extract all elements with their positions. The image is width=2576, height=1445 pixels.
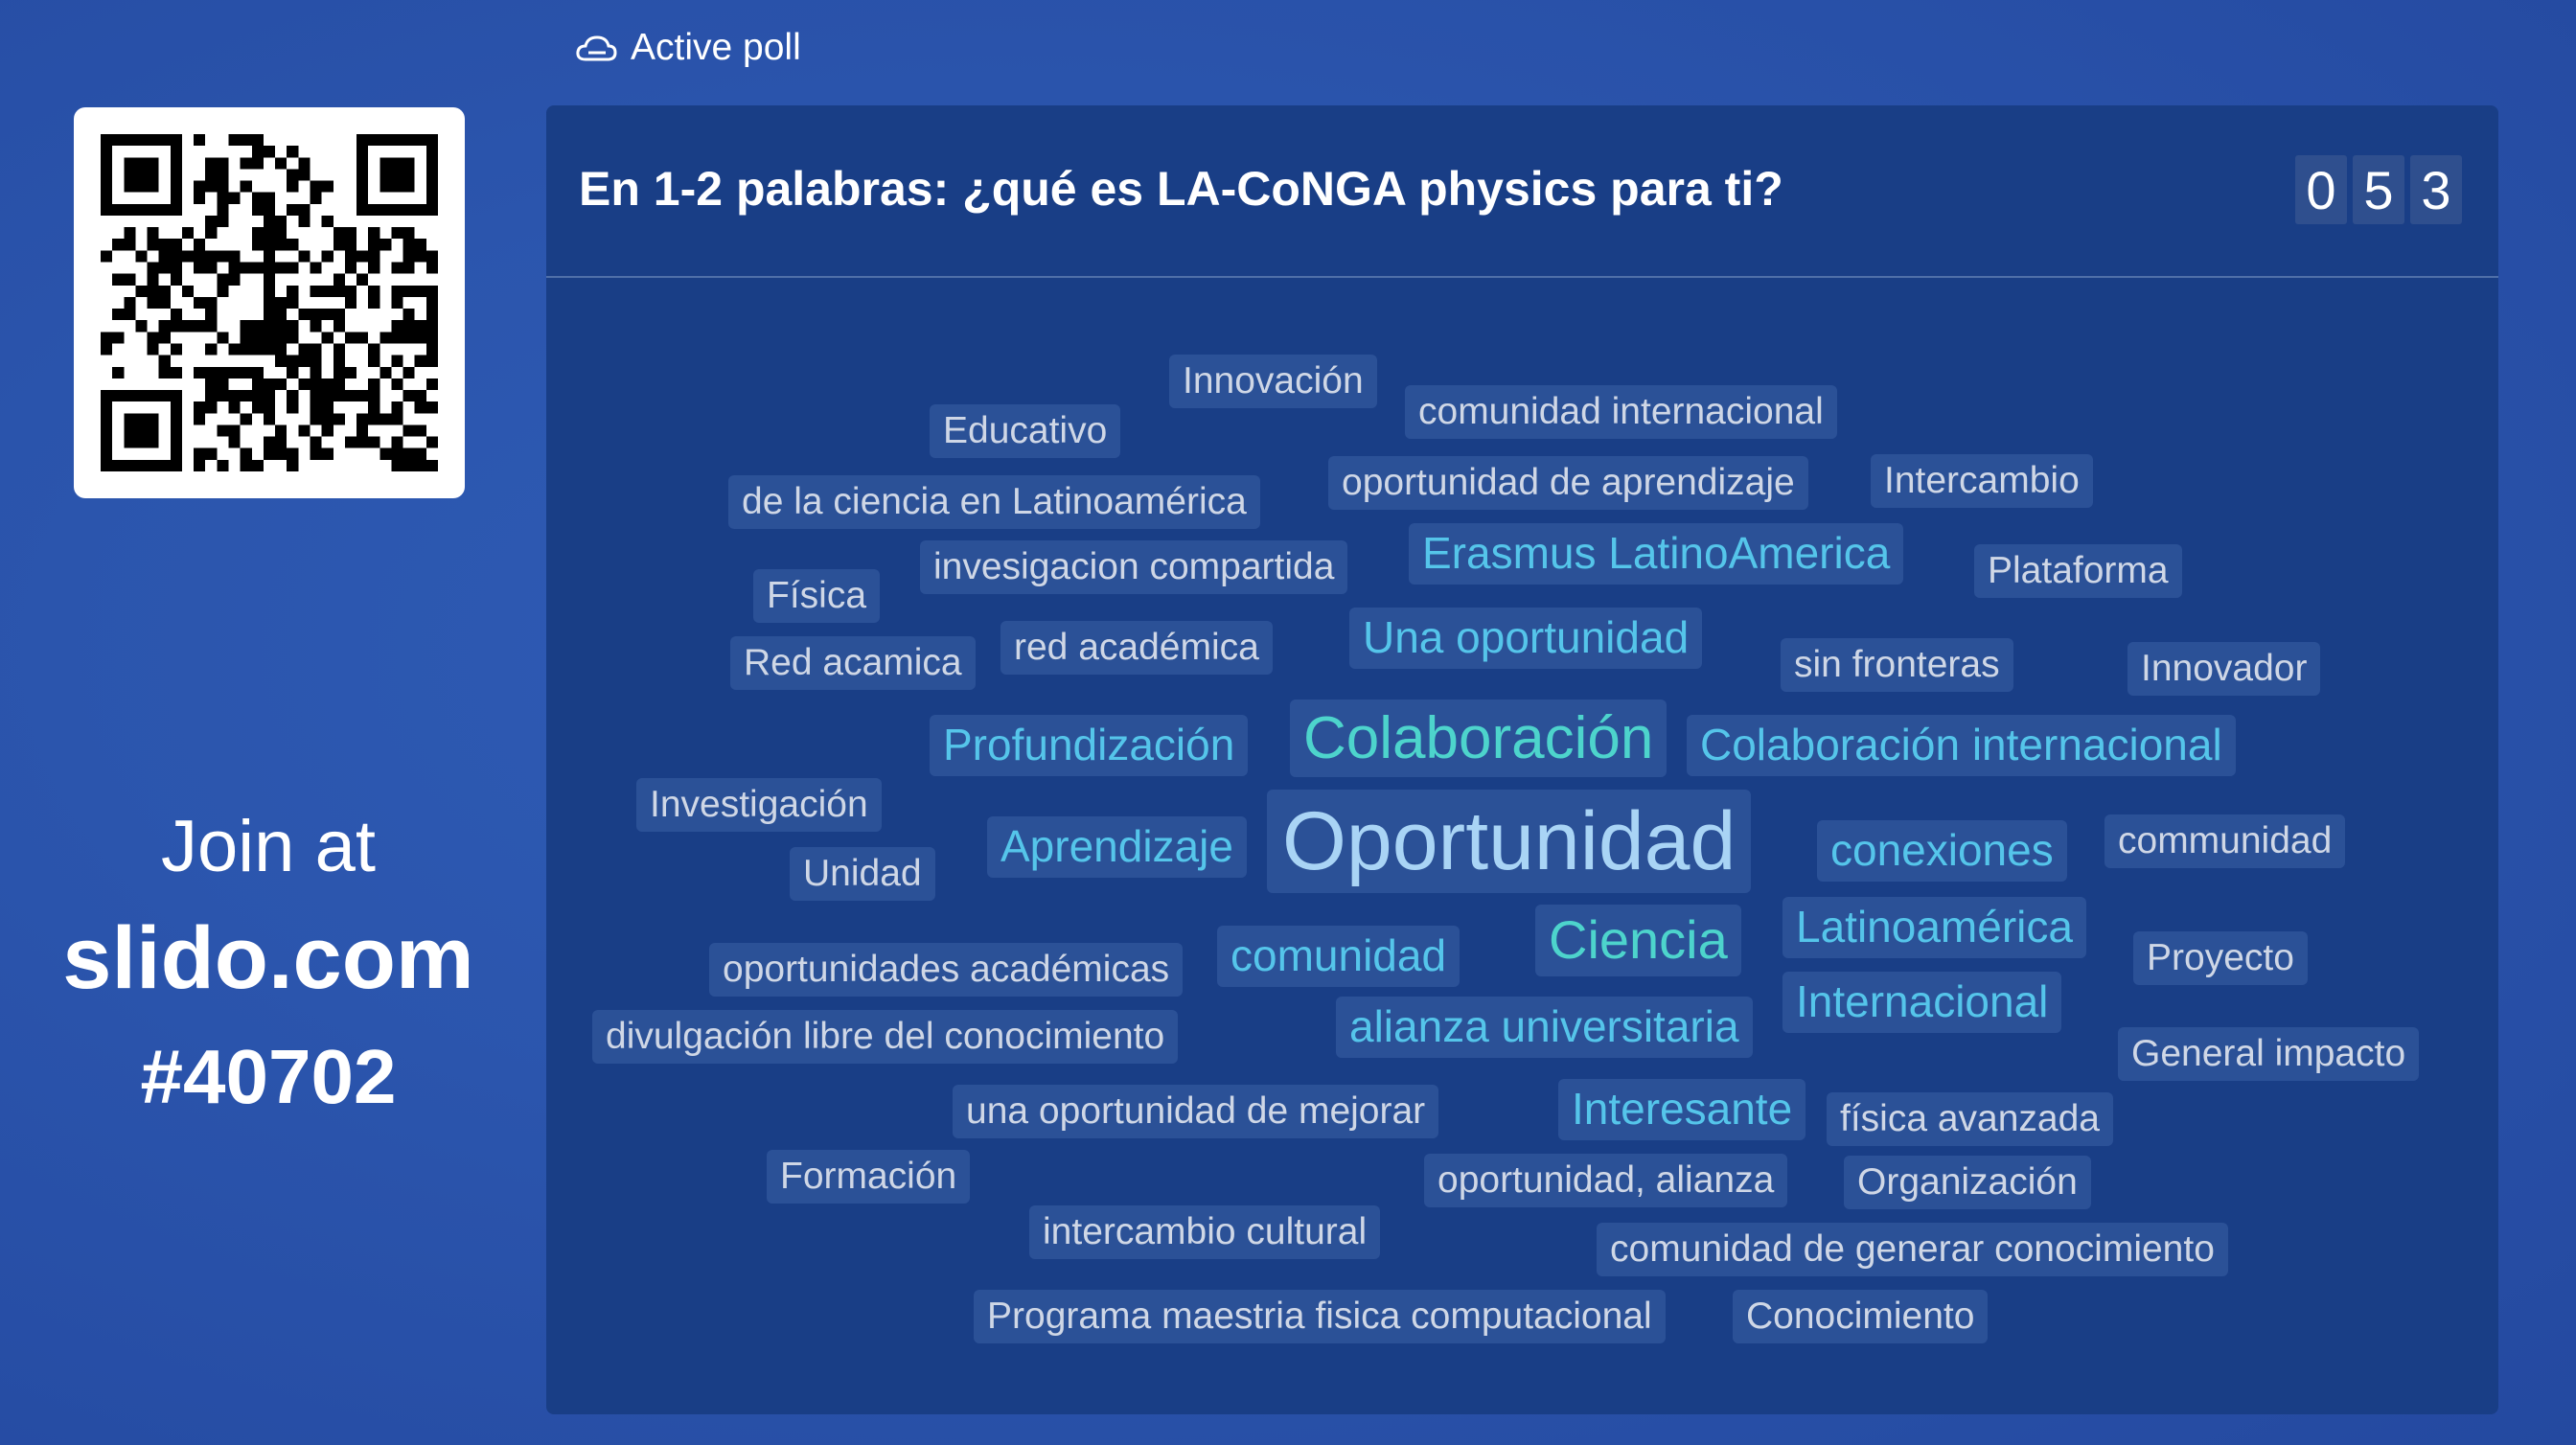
counter-digit: 3 [2410,155,2462,224]
word-cloud-item: física avanzada [1827,1092,2114,1146]
cloud-icon [575,32,619,64]
word-cloud-item: sin fronteras [1781,638,2013,692]
word-cloud-item: oportunidad, alianza [1424,1154,1788,1207]
word-cloud-item: Investigación [636,778,882,832]
word-cloud-item: Interesante [1558,1079,1806,1140]
join-url: slido.com [62,909,474,1007]
word-cloud-item: oportunidades académicas [709,943,1184,997]
word-cloud-item: Educativo [930,404,1121,458]
word-cloud-item: communidad [2104,814,2346,868]
word-cloud-item: Plataforma [1974,544,2182,598]
word-cloud-item: conexiones [1817,820,2067,882]
word-cloud-item: comunidad [1217,926,1460,987]
word-cloud-item: Física [753,569,881,623]
participant-counter: 0 5 3 [2295,155,2462,224]
word-cloud-item: una oportunidad de mejorar [953,1085,1439,1138]
word-cloud-item: de la ciencia en Latinoamérica [728,475,1260,529]
word-cloud-item: Internacional [1782,972,2062,1033]
word-cloud-item: General impacto [2118,1027,2420,1081]
word-cloud-item: red académica [1000,621,1273,675]
word-cloud-item: Una oportunidad [1349,608,1703,669]
word-cloud-item: Erasmus LatinoAmerica [1409,523,1904,585]
poll-header: En 1-2 palabras: ¿qué es LA-CoNGA physic… [546,105,2498,278]
word-cloud-item: oportunidad de aprendizaje [1328,456,1808,510]
word-cloud: Innovación comunidad internacional Educa… [546,105,2498,1414]
word-cloud-item: Ciencia [1535,905,1741,976]
word-cloud-item: Unidad [790,847,935,901]
word-cloud-item: Oportunidad [1267,790,1752,894]
word-cloud-item: Organización [1844,1156,2091,1209]
poll-status: Active poll [575,21,801,75]
word-cloud-item: Colaboración internacional [1687,715,2236,776]
word-cloud-item: Intercambio [1871,454,2093,508]
word-cloud-item: Innovador [2128,642,2321,696]
counter-digit: 5 [2353,155,2404,224]
word-cloud-item: Latinoamérica [1782,897,2086,958]
word-cloud-item: Formación [767,1150,971,1204]
join-label: Join at [161,806,376,887]
qr-code [74,107,465,498]
word-cloud-item: Programa maestria fisica computacional [974,1290,1666,1343]
poll-question: En 1-2 palabras: ¿qué es LA-CoNGA physic… [579,162,1783,216]
word-cloud-item: intercambio cultural [1029,1205,1381,1259]
word-cloud-item: Innovación [1169,355,1377,408]
word-cloud-item: comunidad internacional [1405,385,1837,439]
word-cloud-item: Profundización [930,715,1249,776]
word-cloud-item: Colaboración [1290,700,1668,778]
word-cloud-item: Aprendizaje [987,816,1247,878]
word-cloud-item: Proyecto [2133,931,2308,985]
word-cloud-item: alianza universitaria [1336,997,1753,1058]
event-code: #40702 [140,1034,397,1119]
counter-digit: 0 [2295,155,2347,224]
word-cloud-item: comunidad de generar conocimiento [1597,1223,2228,1276]
word-cloud-item: invesigacion compartida [920,540,1348,594]
status-label: Active poll [631,27,801,68]
word-cloud-item: Red acamica [730,636,976,690]
word-cloud-item: divulgación libre del conocimiento [592,1010,1179,1064]
word-cloud-item: Conocimiento [1733,1290,1989,1343]
poll-panel: En 1-2 palabras: ¿qué es LA-CoNGA physic… [546,105,2498,1414]
